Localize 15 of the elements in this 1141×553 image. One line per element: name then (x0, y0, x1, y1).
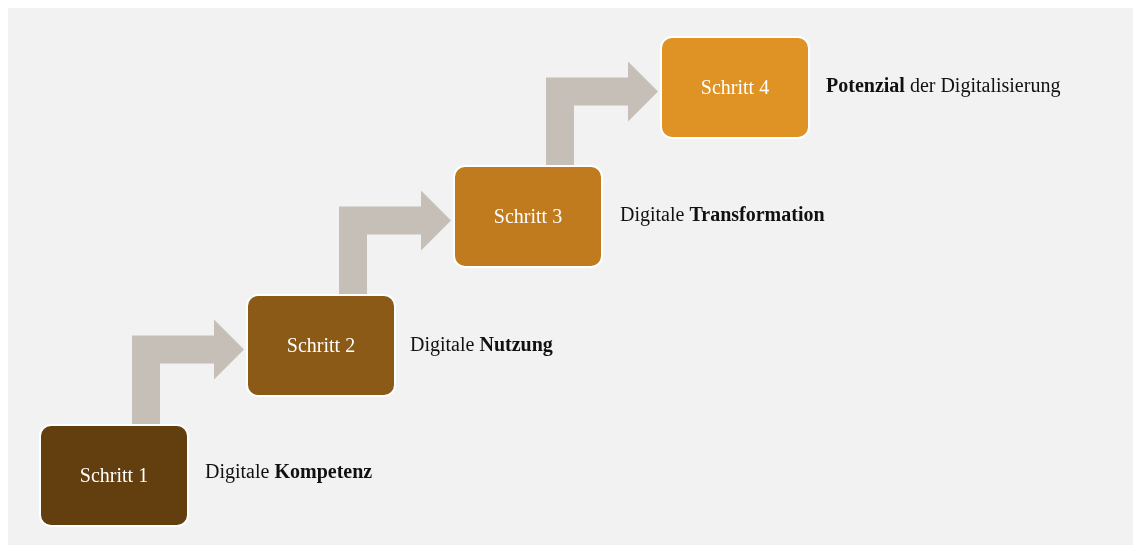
elbow-arrow (339, 190, 451, 294)
step-box (453, 165, 603, 268)
step-description: Digitale Transformation (620, 203, 825, 226)
step-description: Potenzial der Digitalisierung (826, 74, 1061, 97)
elbow-arrow (546, 61, 658, 165)
step-label: Schritt 4 (700, 76, 770, 99)
step-box (39, 424, 189, 527)
step-label: Schritt 3 (493, 205, 563, 228)
step-box (660, 36, 810, 139)
step-label: Schritt 2 (286, 334, 356, 357)
elbow-arrow (132, 319, 244, 424)
step-box (246, 294, 396, 397)
step-label: Schritt 1 (79, 464, 149, 487)
step-description: Digitale Kompetenz (205, 460, 373, 483)
step-description: Digitale Nutzung (410, 333, 553, 356)
